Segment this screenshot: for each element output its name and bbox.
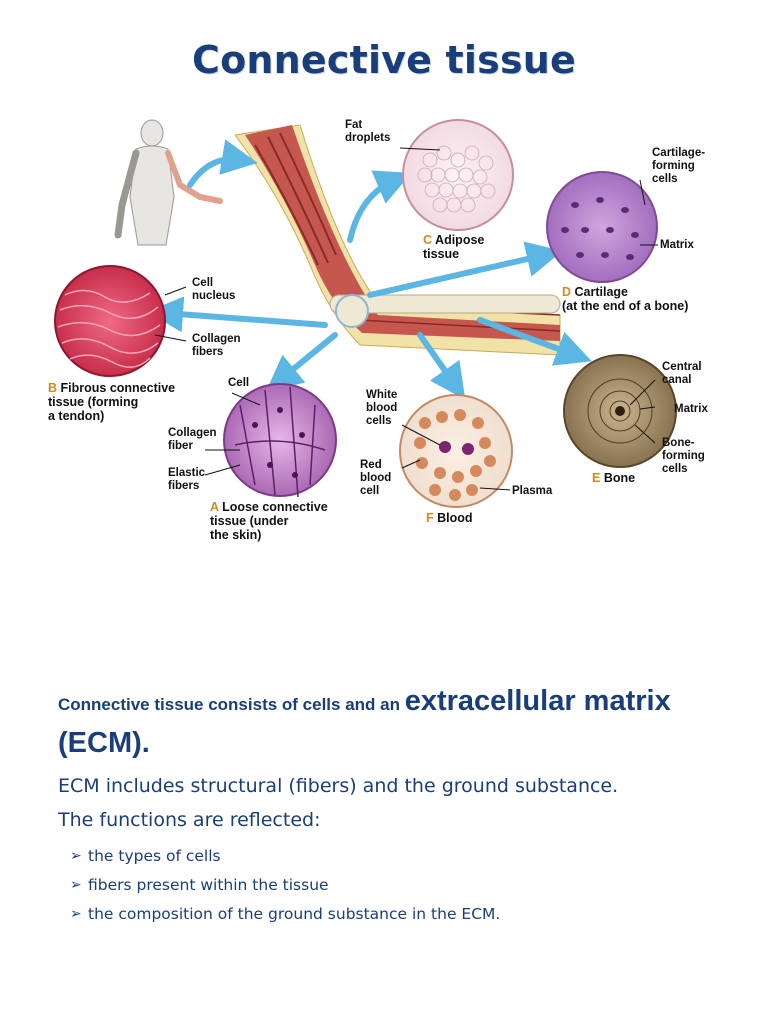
fat-droplets-label: Fat droplets [345,119,391,144]
arrow-bullet-icon: ➢ [70,848,82,864]
ecm-paragraph: ECM includes structural (fibers) and the… [58,775,619,797]
blood-circle [399,394,513,508]
loose-caption: A Loose connective tissue (under the ski… [210,500,328,542]
plasma-label: Plasma [512,485,553,497]
arm-illustration [234,124,561,356]
adipose-caption: C Adipose tissue [423,233,484,261]
white-blood-cells-label: White blood cells [366,389,398,427]
cartilage-caption: D Cartilage (at the end of a bone) [562,285,688,313]
human-figure-icon [114,119,223,246]
loose-caption-text: Loose connective tissue (under the skin) [210,500,328,542]
caption-letter-c: C [423,233,433,247]
bone-matrix-label: Matrix [674,403,708,415]
fibrous-tissue-circle [54,265,166,377]
collagen-fiber-label: Collagen fiber [168,427,217,452]
cartilage-matrix-label: Matrix [660,239,694,251]
functions-paragraph: The functions are reflected: [58,809,321,831]
intro-highlight: extracellular matrix (ECM). [58,685,671,759]
arrow-bullet-icon: ➢ [70,906,82,922]
list-item-text: the types of cells [88,847,221,865]
bone-caption-text: Bone [603,471,636,485]
list-item: ➢ the types of cells [70,842,718,871]
list-item: ➢ the composition of the ground substance… [70,900,718,929]
arrow-bullet-icon: ➢ [70,877,82,893]
caption-letter-e: E [592,471,601,485]
elastic-fibers-label: Elastic fibers [168,467,206,492]
fibrous-caption: B Fibrous connective tissue (forming a t… [48,381,175,423]
blood-caption: F Blood [426,511,473,525]
cartilage-caption-text: Cartilage (at the end of a bone) [562,285,689,313]
functions-list: ➢ the types of cells ➢ fibers present with… [70,842,718,929]
cartilage-forming-cells-label: Cartilage- forming cells [652,147,706,185]
caption-letter-d: D [562,285,572,299]
bone-caption: E Bone [592,471,635,485]
collagen-fibers-label: Collagen fibers [192,333,241,358]
list-item: ➢ fibers present within the tissue [70,871,718,900]
caption-letter-a: A [210,500,219,514]
intro-prefix: Connective tissue consists of cells and … [58,695,405,714]
cell-nucleus-label: Cell nucleus [192,277,236,302]
adipose-tissue-circle [402,119,514,231]
list-item-text: fibers present within the tissue [88,876,329,894]
caption-letter-b: B [48,381,58,395]
figure-illustration [54,119,677,508]
bone-forming-cells-label: Bone- forming cells [662,437,705,475]
body-text: Connective tissue consists of cells and … [58,682,718,929]
connective-tissue-figure: Fat droplets C Adipose tissue Cartilage-… [40,105,730,555]
list-item-text: the composition of the ground substance … [88,905,501,923]
leader-lines [154,147,658,491]
red-blood-cell-label: Red blood cell [360,459,392,497]
bone-circle [563,354,677,468]
blood-caption-text: Blood [437,511,473,525]
fibrous-caption-text: Fibrous connective tissue (forming a ten… [48,381,176,423]
cartilage-circle [546,171,658,283]
intro-paragraph: Connective tissue consists of cells and … [58,682,718,766]
loose-tissue-circle [223,383,337,498]
caption-letter-f: F [426,511,434,525]
pointer-arrows [147,139,592,400]
loose-cell-label: Cell [228,377,250,389]
central-canal-label: Central canal [662,361,702,386]
page-title: Connective tissue [191,38,576,82]
adipose-caption-text: Adipose tissue [423,233,485,261]
